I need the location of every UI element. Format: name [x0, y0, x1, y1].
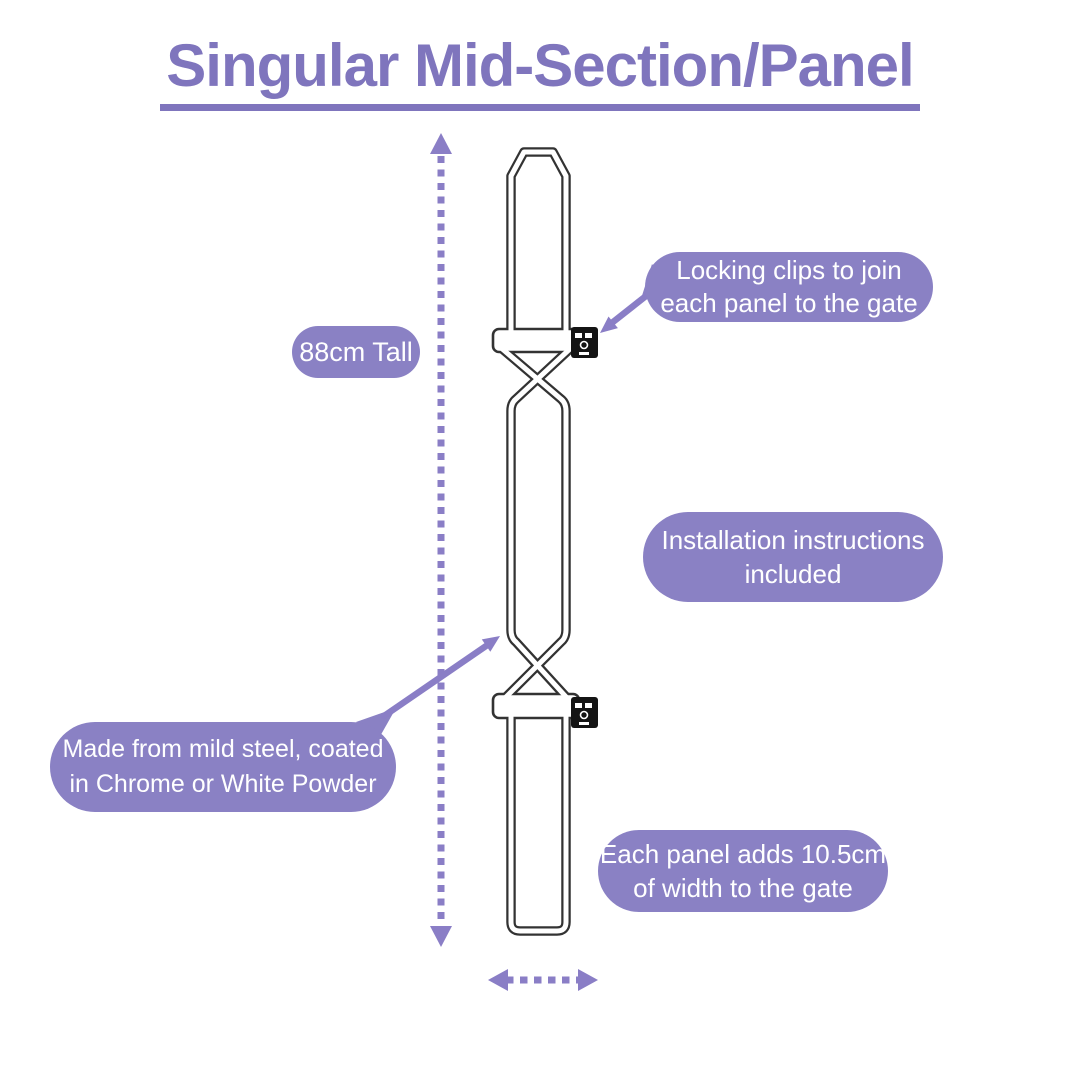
height-callout-text: 88cm Tall [299, 336, 413, 367]
panel-bottom-tube-inner [508, 701, 569, 934]
panel-width-callout: Each panel adds 10.5cm of width to the g… [598, 830, 888, 912]
installation-callout-line2: included [744, 559, 842, 589]
material-callout: Made from mild steel, coated in Chrome o… [50, 722, 396, 812]
page-title-wrap: Singular Mid-Section/Panel [0, 34, 1080, 111]
material-callout-line2: in Chrome or White Powder [69, 770, 377, 798]
height-arrow-icon [430, 133, 452, 947]
width-callout-line1: Each panel adds 10.5cm [599, 839, 887, 869]
locking-clip-bottom [571, 697, 598, 728]
width-arrow-icon [488, 969, 598, 991]
locking-callout-line1: Locking clips to join [676, 255, 902, 285]
locking-callout-line2: each panel to the gate [660, 288, 918, 318]
material-callout-line1: Made from mild steel, coated [62, 735, 384, 763]
material-pointer-icon [356, 636, 500, 740]
panel-drawing [491, 147, 581, 936]
page-title: Singular Mid-Section/Panel [160, 34, 920, 111]
height-callout: 88cm Tall [292, 326, 420, 378]
locking-clip-top [571, 327, 598, 358]
width-callout-line2: of width to the gate [633, 873, 853, 903]
panel-cross-tube-a-inner [497, 344, 569, 702]
installation-callout-line1: Installation instructions [661, 525, 925, 555]
locking-clips-callout: Locking clips to join each panel to the … [645, 252, 933, 322]
panel-bottom-tube [506, 699, 571, 936]
panel-top-tube [506, 147, 571, 349]
panel-cross-tube-b-inner [508, 344, 575, 702]
panel-top-tube-inner [508, 149, 569, 347]
installation-callout: Installation instructions included [643, 512, 943, 602]
